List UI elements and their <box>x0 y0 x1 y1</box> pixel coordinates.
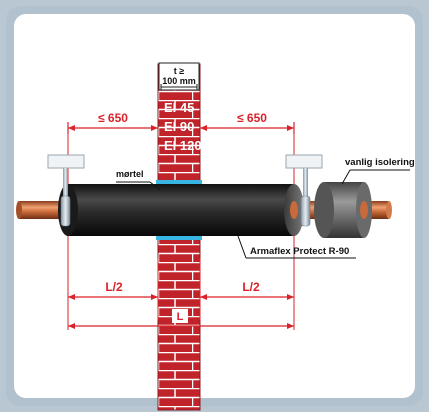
distance-dimension-right: ≤ 650 <box>200 111 295 134</box>
distance-right-label: ≤ 650 <box>237 111 267 125</box>
half-length-dimension-right: L/2 <box>200 280 294 300</box>
regular-insulation <box>314 182 372 238</box>
fire-rating-ei120: EI 120 <box>164 138 202 153</box>
wall-thickness-line1: t ≥ <box>174 66 184 76</box>
length-label: L <box>177 311 184 323</box>
product-callout: Armaflex Protect R-90 <box>237 235 356 259</box>
mortar-callout: mørtel <box>116 169 161 191</box>
wall-thickness-box: t ≥ 100 mm <box>158 62 200 91</box>
length-dimension: L <box>68 309 294 329</box>
distance-dimension-left: ≤ 650 <box>67 111 158 134</box>
armaflex-insulation <box>58 184 304 236</box>
distance-left-label: ≤ 650 <box>98 111 128 125</box>
fire-rating-ei45: EI 45 <box>164 100 194 115</box>
pipe-clamp-left <box>47 154 85 227</box>
fire-rating-ei90: EI 90 <box>164 119 194 134</box>
pipe-clamp-right <box>285 154 323 227</box>
half-length-right-label: L/2 <box>242 280 260 294</box>
regular-insulation-label: vanlig isolering <box>345 157 415 168</box>
regular-insulation-callout: vanlig isolering <box>341 157 415 185</box>
mortar-label: mørtel <box>116 169 144 179</box>
product-label: Armaflex Protect R-90 <box>250 246 349 257</box>
wall-thickness-line2: 100 mm <box>162 76 196 86</box>
half-length-dimension-left: L/2 <box>68 280 158 300</box>
half-length-left-label: L/2 <box>105 280 123 294</box>
fire-ratings: EI 45 EI 90 EI 120 <box>164 100 202 153</box>
